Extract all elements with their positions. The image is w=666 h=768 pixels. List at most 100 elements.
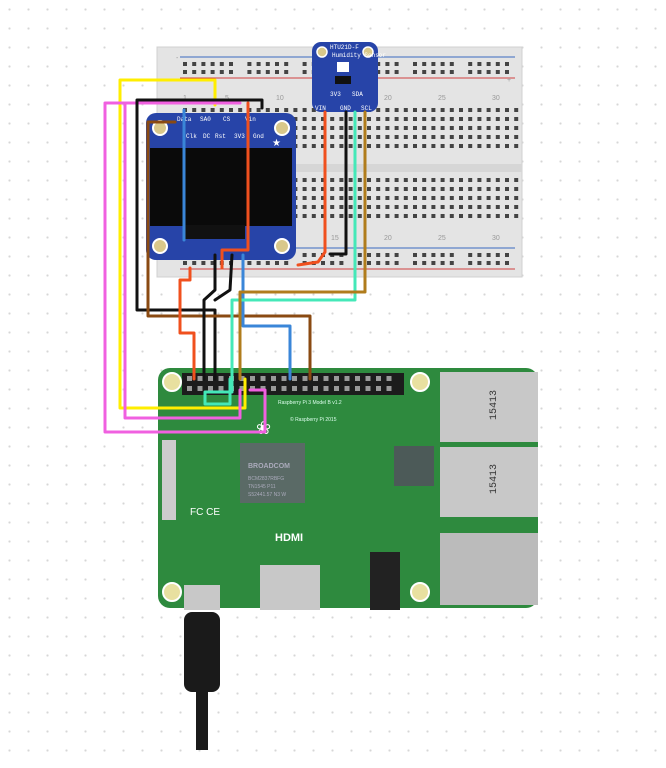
- breadboard-hole: [477, 108, 482, 112]
- breadboard-hole: [210, 70, 215, 74]
- gpio-pin: [218, 386, 224, 391]
- breadboard-hole: [183, 261, 187, 265]
- breadboard-hole: [495, 144, 500, 148]
- breadboard-hole: [357, 144, 362, 148]
- breadboard-hole: [440, 187, 445, 191]
- breadboard-hole: [385, 253, 390, 257]
- pin-label: GND: [340, 105, 351, 112]
- oled-screen: [150, 148, 292, 226]
- gpio-pin: [355, 376, 360, 381]
- breadboard-hole: [394, 70, 399, 74]
- breadboard-hole: [505, 108, 509, 112]
- breadboard-hole: [449, 178, 454, 182]
- column-number: 15: [331, 235, 339, 242]
- breadboard-hole: [449, 117, 454, 121]
- breadboard-hole: [422, 126, 427, 130]
- breadboard-hole: [505, 214, 509, 218]
- breadboard-hole: [486, 205, 491, 209]
- breadboard-hole: [302, 108, 307, 112]
- breadboard-hole: [376, 144, 381, 148]
- breadboard-hole: [514, 144, 519, 148]
- pin-label: SCL: [361, 105, 372, 112]
- breadboard-hole: [422, 178, 427, 182]
- breadboard-hole: [514, 108, 519, 112]
- breadboard-hole: [413, 126, 417, 130]
- gpio-pin: [334, 386, 339, 391]
- breadboard-hole: [302, 196, 307, 200]
- breadboard-hole: [339, 261, 344, 265]
- breadboard-hole: [302, 187, 307, 191]
- breadboard-hole: [339, 126, 344, 130]
- breadboard-hole: [459, 126, 463, 130]
- hdmi-label: HDMI: [275, 532, 303, 544]
- breadboard-hole: [431, 144, 436, 148]
- breadboard-hole: [486, 135, 491, 139]
- pin-label: VIN: [315, 105, 326, 112]
- breadboard-hole: [413, 70, 417, 74]
- soc-chip: [240, 443, 305, 503]
- breadboard-hole: [431, 117, 436, 121]
- breadboard-hole: [357, 135, 362, 139]
- breadboard-hole: [311, 205, 316, 209]
- breadboard-hole: [385, 205, 390, 209]
- breadboard-hole: [247, 70, 252, 74]
- gpio-pin: [260, 376, 266, 381]
- htu21d-sensor-module: HTU21D-F Humidity Sensor 3V3 SDA VIN GND…: [312, 42, 386, 112]
- breadboard-hole: [394, 261, 399, 265]
- breadboard-hole: [284, 62, 289, 66]
- breadboard-hole: [229, 108, 233, 112]
- breadboard-hole: [514, 187, 519, 191]
- breadboard-hole: [495, 214, 500, 218]
- breadboard-hole: [413, 108, 417, 112]
- breadboard-hole: [339, 205, 344, 209]
- gpio-pin: [292, 386, 297, 391]
- breadboard-hole: [238, 108, 243, 112]
- breadboard-hole: [385, 126, 390, 130]
- breadboard-hole: [330, 205, 335, 209]
- breadboard-hole: [449, 253, 454, 257]
- breadboard-hole: [348, 214, 353, 218]
- breadboard-hole: [486, 62, 491, 66]
- breadboard-hole: [385, 214, 390, 218]
- breadboard-hole: [514, 205, 519, 209]
- breadboard-hole: [422, 205, 427, 209]
- breadboard-hole: [486, 178, 491, 182]
- usb-power-cable: [184, 612, 220, 750]
- breadboard-hole: [376, 253, 381, 257]
- breadboard-hole: [293, 117, 298, 121]
- breadboard-hole: [385, 108, 390, 112]
- gpio-pin: [302, 386, 308, 391]
- breadboard-hole: [486, 261, 491, 265]
- breadboard-hole: [339, 187, 344, 191]
- breadboard-hole: [256, 62, 261, 66]
- breadboard-hole: [367, 253, 371, 257]
- breadboard-hole: [339, 135, 344, 139]
- breadboard-hole: [514, 126, 519, 130]
- breadboard-hole: [403, 178, 408, 182]
- breadboard-hole: [486, 70, 491, 74]
- breadboard-hole: [495, 261, 500, 265]
- breadboard-hole: [468, 253, 473, 257]
- breadboard-hole: [302, 62, 307, 66]
- breadboard-hole: [311, 196, 316, 200]
- breadboard-hole: [394, 214, 399, 218]
- breadboard-hole: [256, 108, 261, 112]
- breadboard-hole: [495, 196, 500, 200]
- breadboard-hole: [302, 117, 307, 121]
- breadboard-hole: [321, 205, 325, 209]
- breadboard-hole: [394, 187, 399, 191]
- star-logo-icon: ★: [272, 138, 281, 149]
- breadboard-hole: [422, 253, 427, 257]
- column-number: 25: [438, 95, 446, 102]
- breadboard-channel: [157, 164, 522, 172]
- breadboard-hole: [440, 196, 445, 200]
- wire-red-2: [220, 101, 250, 270]
- gpio-pin: [323, 376, 329, 381]
- breadboard-hole: [505, 187, 509, 191]
- wire-gold: [238, 110, 367, 381]
- breadboard-hole: [357, 205, 362, 209]
- pin-label: CS: [223, 116, 231, 123]
- breadboard-hole: [357, 178, 362, 182]
- breadboard-hole: [495, 178, 500, 182]
- breadboard-hole: [486, 196, 491, 200]
